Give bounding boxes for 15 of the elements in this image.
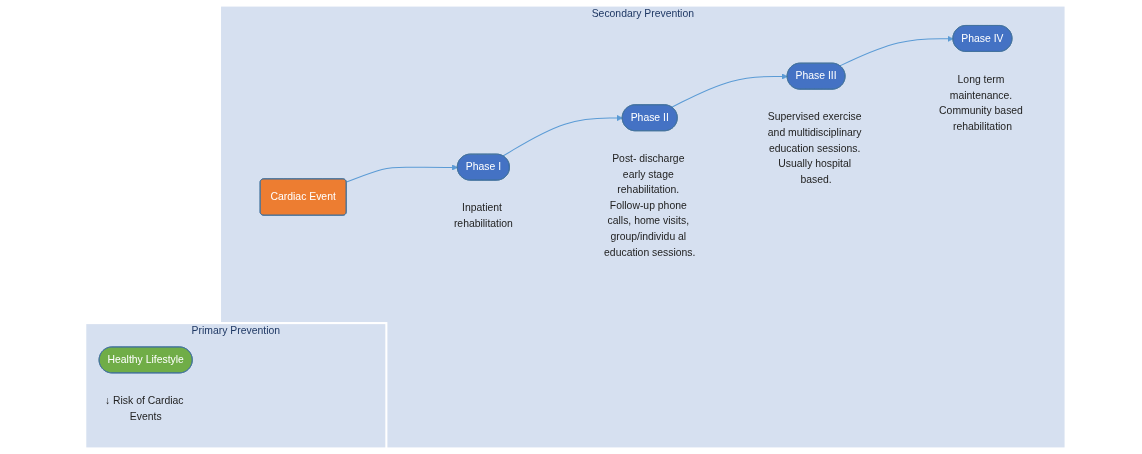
note-text: Supervised exercise and multidisciplinary education sessions. Usually hospital based. — [767, 110, 862, 185]
ellipse-node: Healthy Lifestyle — [98, 346, 193, 374]
ellipse-node: Phase IV — [952, 25, 1013, 52]
arrow — [346, 164, 458, 183]
arrow — [839, 35, 954, 67]
event-box: Cardiac Event — [259, 178, 347, 216]
ellipse-node: Phase III — [786, 62, 846, 90]
ellipse-node: Phase II — [621, 104, 678, 132]
note-text: Inpatient rehabilitation — [453, 201, 513, 229]
arrow — [502, 115, 623, 157]
ellipse-node: Phase I — [456, 153, 510, 181]
note-text: Long term maintenance. Community based rehabilitation — [939, 72, 1023, 132]
note-text: ↓ Risk of Cardiac Events — [104, 394, 184, 422]
note-text: Post- discharge early stage rehabilitation. Follow-up phone calls, home visits, group/individu al education sessions. — [604, 152, 696, 258]
arrow — [671, 73, 788, 108]
